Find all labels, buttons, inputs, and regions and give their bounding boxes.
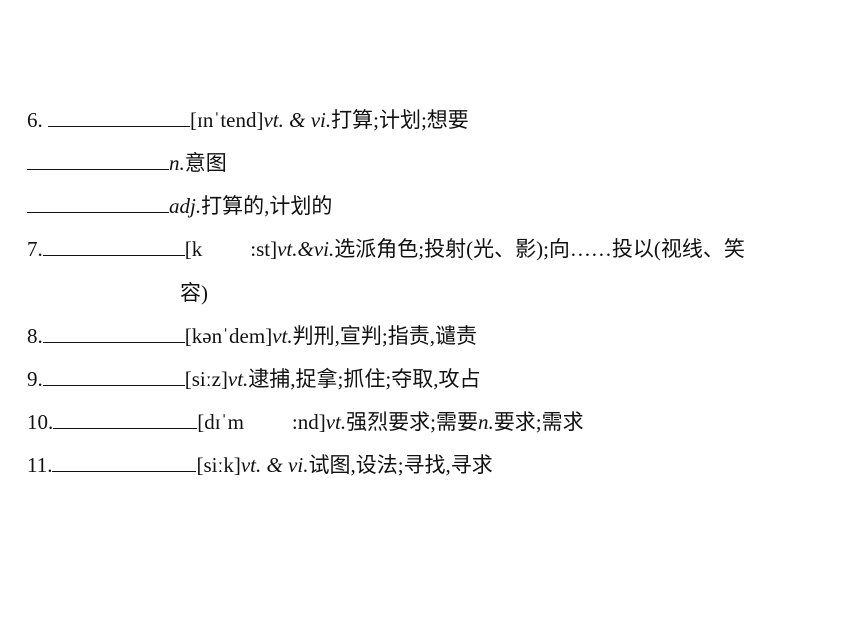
entry-6: 6. [ɪnˈtend]vt. & vi.打算;计划;想要 [27, 105, 469, 135]
answer-blank[interactable] [42, 365, 185, 386]
entry-number: 7. [27, 237, 43, 261]
part-of-speech: vt. & vi. [240, 453, 309, 477]
entry-10: 10. [dɪˈm :nd]vt.强烈要求;需要n.要求;需求 [27, 407, 584, 437]
part-of-speech: vt. [325, 410, 347, 434]
part-of-speech: adj. [169, 194, 202, 218]
entry-number: 6. [27, 108, 48, 132]
entry-number: 10. [27, 410, 54, 434]
meaning-continuation: 容) [180, 281, 208, 305]
answer-blank[interactable] [48, 106, 190, 127]
answer-blank[interactable] [53, 408, 198, 429]
answer-blank[interactable] [42, 322, 185, 343]
meaning: 打算的,计划的 [201, 194, 333, 218]
entry-number: 11. [27, 453, 53, 477]
meaning: 逮捕,捉拿;抓住;夺取,攻占 [248, 367, 481, 391]
phonetic-end: :st] [250, 237, 278, 261]
entry-11: 11. [siːk]vt. & vi.试图,设法;寻找,寻求 [27, 450, 493, 480]
phonetic: [siːz] [184, 367, 228, 391]
answer-blank[interactable] [52, 451, 197, 472]
phonetic: [kənˈdem] [184, 324, 273, 348]
phonetic-start: [k [184, 237, 203, 261]
meaning: 选派角色;投射(光、影);向……投以(视线、笑 [334, 237, 745, 261]
part-of-speech: vt.&vi. [277, 237, 335, 261]
entry-7: 7. [k :st]vt.&vi.选派角色;投射(光、影);向……投以(视线、笑 [27, 234, 745, 264]
entry-9: 9. [siːz]vt.逮捕,捉拿;抓住;夺取,攻占 [27, 364, 480, 394]
part-of-speech: n. [169, 151, 185, 175]
entry-8: 8. [kənˈdem]vt.判刑,宣判;指责,谴责 [27, 321, 477, 351]
meaning-2: 要求;需求 [493, 410, 584, 434]
phonetic: [ɪnˈtend] [190, 108, 264, 132]
entry-number: 9. [27, 367, 43, 391]
entry-6-noun: n.意图 [27, 148, 227, 178]
meaning: 打算;计划;想要 [331, 108, 469, 132]
meaning: 意图 [184, 151, 227, 175]
part-of-speech: vt. & vi. [263, 108, 332, 132]
answer-blank[interactable] [42, 235, 185, 256]
meaning: 试图,设法;寻找,寻求 [308, 453, 493, 477]
part-of-speech: vt. [227, 367, 249, 391]
meaning: 判刑,宣判;指责,谴责 [292, 324, 477, 348]
answer-blank[interactable] [27, 192, 169, 213]
phonetic-start: [dɪˈm [197, 410, 244, 434]
answer-blank[interactable] [27, 149, 169, 170]
entry-number: 8. [27, 324, 43, 348]
phonetic: [siːk] [196, 453, 241, 477]
part-of-speech-2: n. [477, 410, 494, 434]
meaning: 强烈要求;需要 [346, 410, 478, 434]
entry-7-continuation: 容) [180, 278, 208, 308]
part-of-speech: vt. [272, 324, 293, 348]
phonetic-end: :nd] [291, 410, 326, 434]
entry-6-adj: adj.打算的,计划的 [27, 191, 332, 221]
